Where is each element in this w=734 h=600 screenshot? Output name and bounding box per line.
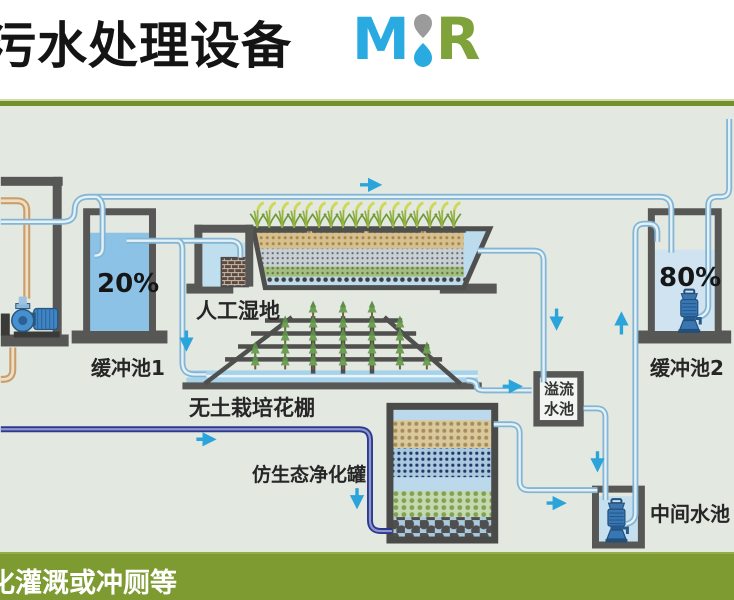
pump-station — [0, 176, 69, 347]
logo-letter-r: R — [435, 5, 481, 73]
mbr-logo: M R — [352, 10, 480, 70]
header-divider-bar — [0, 99, 734, 106]
buffer2-level: 80% — [659, 263, 722, 293]
tan-pipes — [0, 201, 27, 380]
cultivation-shed — [182, 300, 482, 390]
buffer2-label: 缓冲池2 — [650, 356, 724, 380]
diagram-scene — [0, 106, 734, 549]
footer-usage-text: 化灌溉或冲厕等 — [0, 568, 177, 599]
brick-column — [220, 256, 250, 288]
overflow-label: 溢流水池 — [543, 380, 574, 419]
constructed-wetland — [186, 201, 497, 294]
buffer1-level: 20% — [97, 269, 160, 299]
footer-bar: 化灌溉或冲厕等 — [0, 552, 734, 600]
page-title: 污水处理设备 — [0, 17, 292, 75]
flow-arrows — [179, 177, 629, 511]
biotank-label: 仿生态净化罐 — [252, 464, 367, 486]
middle-pool-label: 中间水池 — [650, 502, 730, 526]
bio-purification-tank — [386, 402, 499, 544]
wetland-support-bars — [255, 226, 466, 233]
shed-label: 无土栽培花棚 — [189, 396, 315, 420]
page-header: 污水处理设备 M R — [0, 0, 734, 99]
wetland-label: 人工湿地 — [196, 299, 280, 323]
logo-letter-m: M — [352, 5, 410, 73]
centrifugal-pump-icon — [11, 296, 60, 338]
treatment-flow-diagram: 20% 缓冲池1 人工湿地 无土栽培花棚 仿生态净化罐 溢流水池 中间水池 80… — [0, 106, 734, 552]
wetland-plants — [248, 201, 463, 230]
buffer1-label: 缓冲池1 — [91, 356, 165, 380]
water-droplet-icon — [413, 14, 432, 67]
shed-trellis — [203, 315, 462, 386]
